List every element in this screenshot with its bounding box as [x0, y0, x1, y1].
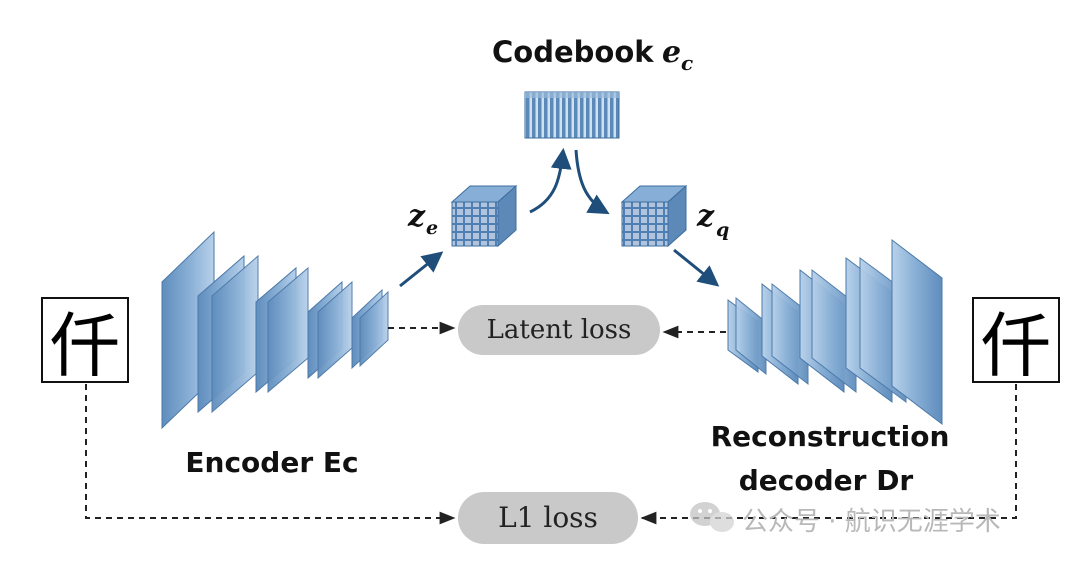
input-character-box: 仟: [41, 297, 129, 387]
output-character-box: 仟: [972, 297, 1060, 387]
watermark-text: 公众号 · 航识无涯学术: [742, 507, 1001, 537]
svg-text:z: z: [407, 199, 426, 234]
wechat-icon: [690, 502, 734, 532]
zq-label: z q: [696, 199, 729, 241]
codebook-symbol: e: [662, 35, 681, 70]
codebook-label: Codebook: [492, 35, 654, 69]
zq-cube: [620, 184, 688, 248]
to-codebook-arrow: [529, 147, 572, 214]
from-codebook-arrow: [574, 149, 610, 215]
output-l1-dashed-arrow: [640, 384, 1017, 525]
output-character: 仟: [981, 305, 1051, 387]
svg-text:e: e: [426, 217, 438, 239]
svg-text:q: q: [716, 219, 729, 241]
encoder-layers: [161, 230, 389, 430]
ze-cube: [450, 184, 518, 248]
encoder-label: Encoder Ec: [185, 446, 358, 479]
ze-label: z e: [407, 199, 438, 239]
latent-loss-pill: Latent loss: [458, 305, 660, 355]
codebook-subscript: c: [681, 51, 693, 75]
l1-loss-pill: L1 loss: [458, 492, 638, 544]
watermark: 公众号 · 航识无涯学术: [690, 502, 1001, 537]
zq-to-decoder-arrow: [673, 248, 720, 287]
decoder-layers: [727, 238, 943, 426]
latent-loss-label: Latent loss: [487, 315, 632, 345]
codebook-title: Codebook e c: [492, 35, 693, 75]
svg-text:z: z: [696, 199, 715, 234]
input-character: 仟: [50, 305, 120, 387]
input-l1-dashed-arrow: [85, 384, 456, 525]
encoder-to-ze-arrow: [399, 251, 444, 288]
l1-loss-label: L1 loss: [498, 501, 598, 534]
decoder-label-line2: decoder Dr: [739, 464, 914, 497]
decoder-label-line1: Reconstruction: [711, 420, 950, 453]
codebook-block: [524, 91, 620, 139]
